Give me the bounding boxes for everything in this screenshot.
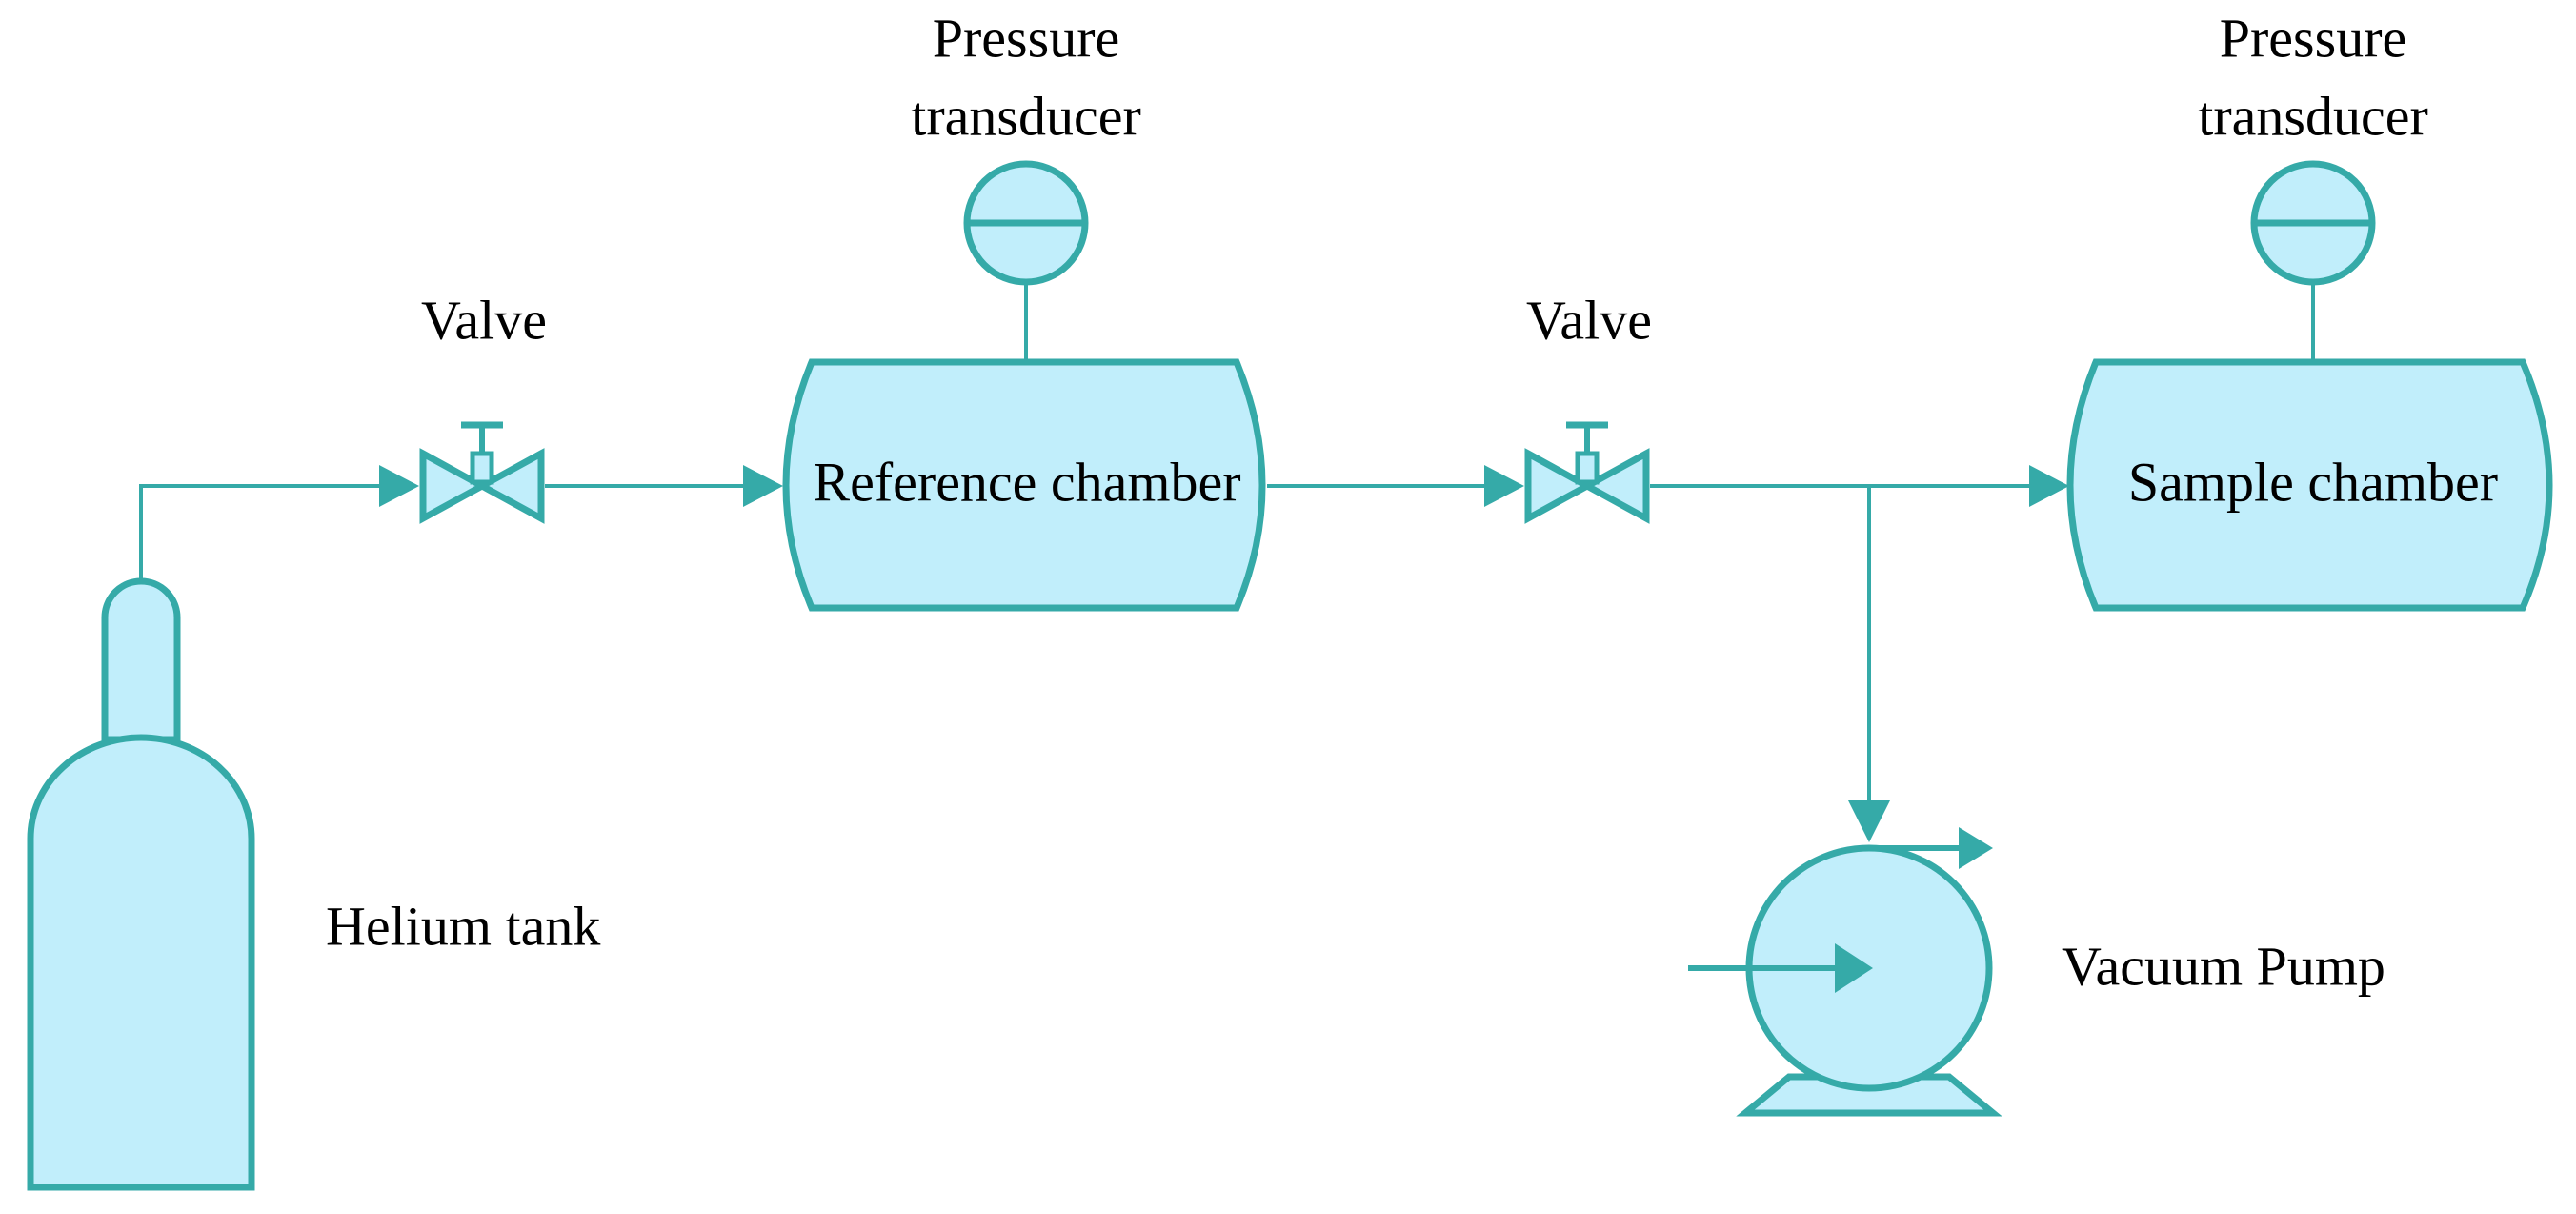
reference-chamber-label: Reference chamber <box>813 451 1240 513</box>
helium-tank-neck <box>101 577 181 743</box>
sample-transducer-label-line1: Pressure <box>2220 7 2407 69</box>
vacuum-pump-inlet-arrowhead <box>1835 943 1873 993</box>
left-valve-icon <box>419 421 545 524</box>
right-valve-label: Valve <box>1526 289 1652 351</box>
reference-transducer-label-line1: Pressure <box>933 7 1120 69</box>
left-valve-bonnet <box>470 451 494 485</box>
left-valve-body-left <box>419 448 490 524</box>
reference-transducer-label-line2: transducer <box>911 85 1141 147</box>
helium-tank-body <box>27 734 255 1191</box>
right-valve-body-left <box>1524 448 1595 524</box>
left-valve-label: Valve <box>421 289 547 351</box>
right-valve-icon <box>1524 421 1650 524</box>
arrowhead-into-sample-chamber <box>2029 465 2069 507</box>
sample-pressure-transducer-icon <box>2250 160 2376 286</box>
arrowhead-into-vacuum-pump <box>1848 800 1890 842</box>
helium-tank-icon <box>27 577 255 1191</box>
reference-chamber-vessel <box>782 358 1266 612</box>
arrowhead-into-right-valve <box>1484 465 1524 507</box>
right-valve-body-right <box>1580 448 1650 524</box>
left-valve-body-right <box>474 448 545 524</box>
reference-pressure-transducer-icon <box>963 160 1089 286</box>
sample-transducer-label-line2: transducer <box>2198 85 2428 147</box>
helium-tank-label: Helium tank <box>326 895 600 957</box>
vacuum-pump-icon <box>1688 827 2002 1117</box>
vacuum-pump-label: Vacuum Pump <box>2062 935 2385 997</box>
vacuum-pump-base <box>1736 1073 2002 1117</box>
right-valve-bonnet <box>1575 451 1600 485</box>
pipe-tank-to-valve <box>139 484 391 583</box>
sample-chamber-label: Sample chamber <box>2128 451 2498 513</box>
vacuum-pump-outlet-arrowhead <box>1959 827 1993 869</box>
sample-chamber-vessel <box>2066 358 2553 612</box>
arrowhead-into-reference-chamber <box>743 465 783 507</box>
arrowhead-into-left-valve <box>379 465 419 507</box>
